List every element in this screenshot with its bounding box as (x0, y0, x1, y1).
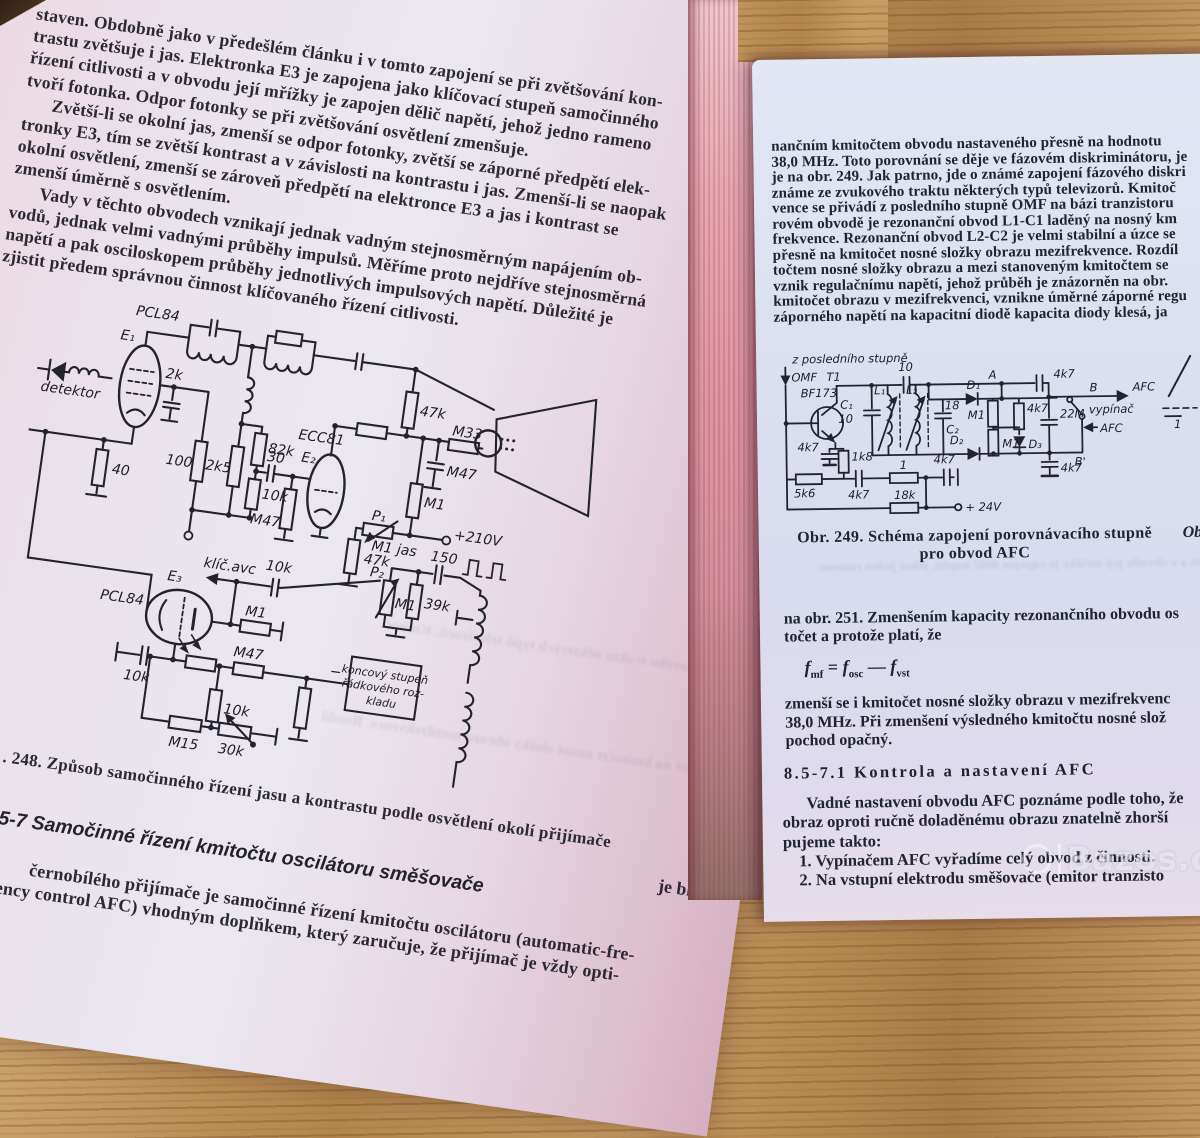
label: 18k (894, 488, 917, 502)
label: E₂ (300, 450, 317, 468)
label: 1k8 (851, 449, 872, 463)
label: klíč.avc (203, 555, 258, 578)
formula-minus: — (867, 656, 886, 677)
label: E₁ (120, 327, 137, 345)
label: 40 (111, 461, 131, 479)
watermark-circle-icon (1022, 844, 1052, 874)
label: +210V (453, 528, 504, 551)
label: AFC (1099, 421, 1123, 435)
label: 4k7 (848, 487, 870, 501)
right-paragraph-2: na obr. 251. Zmenšením kapacity rezonanč… (784, 605, 1180, 646)
label: vypínač (1089, 402, 1135, 417)
label: − (329, 664, 343, 681)
label: C₂ (946, 422, 959, 436)
label: 47k (419, 404, 448, 424)
label: 10k (122, 667, 151, 687)
formula: fmf = fosc — fvst (804, 656, 910, 681)
label: 30 (266, 449, 286, 467)
label: B (1090, 380, 1098, 394)
label: M1 (423, 495, 446, 514)
label: T1 (826, 370, 841, 384)
label: PCL84 (99, 587, 145, 609)
left-book-page: staven. Obdobně jako v předešlém článku … (0, 0, 872, 1137)
wood-table (738, 0, 888, 62)
label: 4k7 (1027, 401, 1049, 415)
body-text-line: pochod opačný. (785, 731, 893, 751)
label: A (987, 368, 996, 382)
label: M1 jas (371, 538, 418, 560)
label: E₃ (166, 568, 183, 586)
watermark: Bazos.cz (1022, 840, 1200, 878)
formula-sub3: vst (896, 667, 910, 680)
figure-249-schematic: z posledního stupně OMF T1 BF173 1k8 4k7… (780, 351, 1198, 515)
book-page-edges (688, 0, 762, 900)
label: 30k (217, 741, 246, 761)
caption-fragment: Obr (1182, 523, 1200, 542)
right-paragraph-3: zmenší se i kmitočet nosné složky obrazu… (785, 690, 1171, 751)
label: M1 (968, 408, 985, 422)
figure-249-caption: Obr. 249. Schéma zapojení porovnávacího … (771, 524, 1179, 566)
label: 1 (900, 458, 908, 472)
label: D₃ (1028, 437, 1042, 451)
label: P₂ (369, 564, 386, 582)
label: 10k (265, 558, 294, 578)
label: 4k7 (1053, 367, 1075, 381)
watermark-text: Bazos.cz (1067, 840, 1200, 878)
label: 10 (838, 412, 853, 426)
formula-sub2: osc (848, 668, 864, 681)
formula-eq: = (827, 656, 839, 677)
label: M1 (394, 596, 417, 615)
label: M47 (233, 644, 265, 664)
label: M47 (249, 511, 281, 531)
label: z posledního stupně (791, 351, 908, 367)
label: 10 (898, 360, 913, 374)
label: 5k6 (794, 486, 815, 500)
label: kladu (365, 694, 397, 711)
label: 47k (363, 551, 392, 571)
label: 4k7 (1061, 460, 1083, 474)
label: D₂ (950, 433, 964, 447)
label: 2k (165, 366, 185, 384)
label: B' (1075, 454, 1086, 468)
label: L₁ (874, 383, 885, 397)
label: PCL84 (135, 303, 181, 325)
watermark-bar-icon (1058, 844, 1061, 874)
left-page-content: staven. Obdobně jako v předešlém článku … (0, 2, 780, 1070)
figure-248-schematic: detektor PCL84 E₁ 40 2k 100 (26, 303, 598, 788)
label: + 24V (965, 500, 1002, 515)
label: detektor (40, 379, 102, 403)
label: D₁ (966, 378, 980, 392)
label: M15 (167, 734, 199, 754)
label: AFC (1132, 379, 1156, 393)
label: ECC81 (297, 427, 345, 449)
label: BF173 (801, 386, 838, 401)
label: C₁ (840, 398, 853, 412)
subsection-heading: 8.5-7.1 Kontrola a nastavení AFC (783, 759, 1097, 783)
label: 100 (165, 452, 194, 472)
label: OMF (791, 370, 817, 384)
label: M47 (446, 464, 478, 484)
left-paragraph-2: černobílého přijímače je samočinné řízen… (0, 859, 637, 988)
label: P₁ (371, 508, 387, 526)
label: 1 (1174, 417, 1182, 431)
right-paragraph-1: nančním kmitočtem obvodu nastaveného pře… (771, 133, 1189, 326)
label: 4k7 (797, 440, 819, 454)
label: 2k5 (204, 457, 232, 476)
label: 4k7 (933, 452, 955, 466)
label: 150 (430, 549, 459, 569)
right-book-page: nančním kmitočtem obvodu nastaveného pře… (752, 53, 1200, 922)
label: 18 (945, 398, 960, 412)
label: L₂ (906, 383, 918, 397)
label: 82k (267, 441, 296, 461)
label: M1 (244, 603, 267, 622)
formula-sub1: mf (810, 668, 824, 681)
label: 39k (423, 596, 452, 616)
